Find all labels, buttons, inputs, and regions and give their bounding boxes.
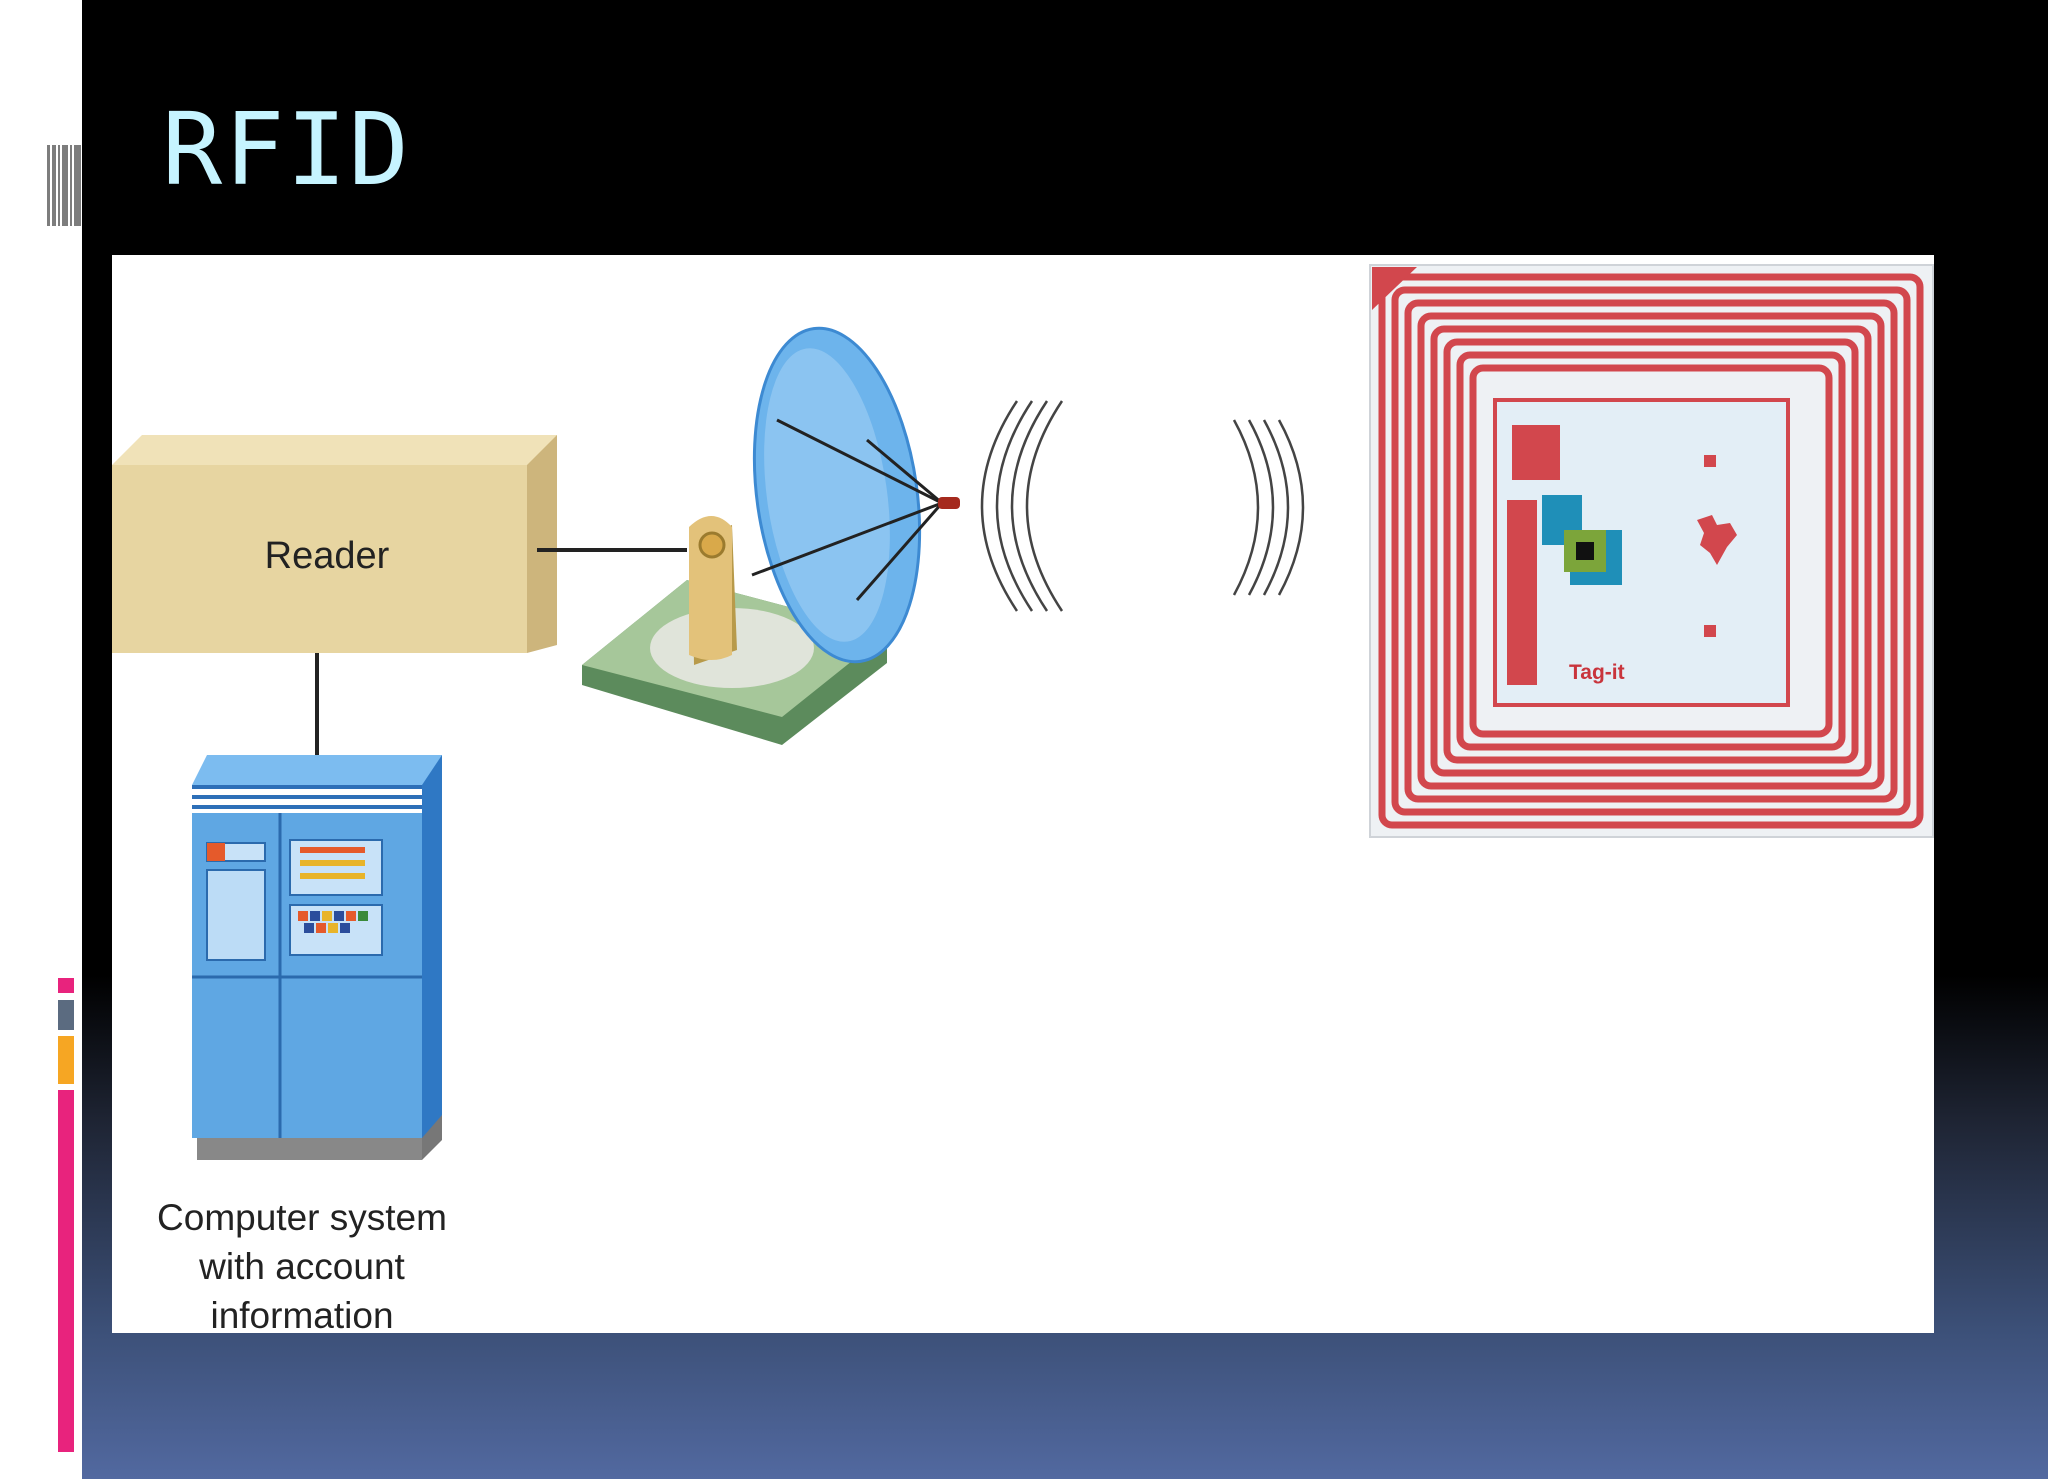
accent-bar-gray <box>58 1000 74 1030</box>
radio-wave-icon <box>980 400 1064 612</box>
radio-wave-icon <box>1232 419 1305 596</box>
tag-label: Tag-it <box>1569 661 1625 684</box>
decorative-bars <box>47 145 82 226</box>
computer-system-label: Computer system with account information <box>112 1193 492 1333</box>
reader-box <box>112 435 557 653</box>
rfid-diagram: Reader Computer system with account info… <box>112 255 1934 1333</box>
accent-bar-orange <box>58 1036 74 1084</box>
reader-label: Reader <box>264 535 390 577</box>
slide-title: RFID <box>162 91 411 208</box>
computer-tower-icon <box>192 755 442 1160</box>
computer-label-line: information <box>210 1295 394 1333</box>
accent-bar-pink <box>58 1090 74 1452</box>
left-margin-strip <box>0 0 82 1479</box>
computer-label-line: with account <box>199 1246 405 1287</box>
ti-logo-icon <box>1697 515 1737 565</box>
diagram-graphics <box>112 264 1934 1160</box>
computer-label-line: Computer system <box>157 1197 447 1238</box>
satellite-dish-antenna-icon <box>582 326 960 745</box>
rfid-tag-icon <box>1369 264 1934 838</box>
accent-bar-pink-top <box>58 978 74 993</box>
